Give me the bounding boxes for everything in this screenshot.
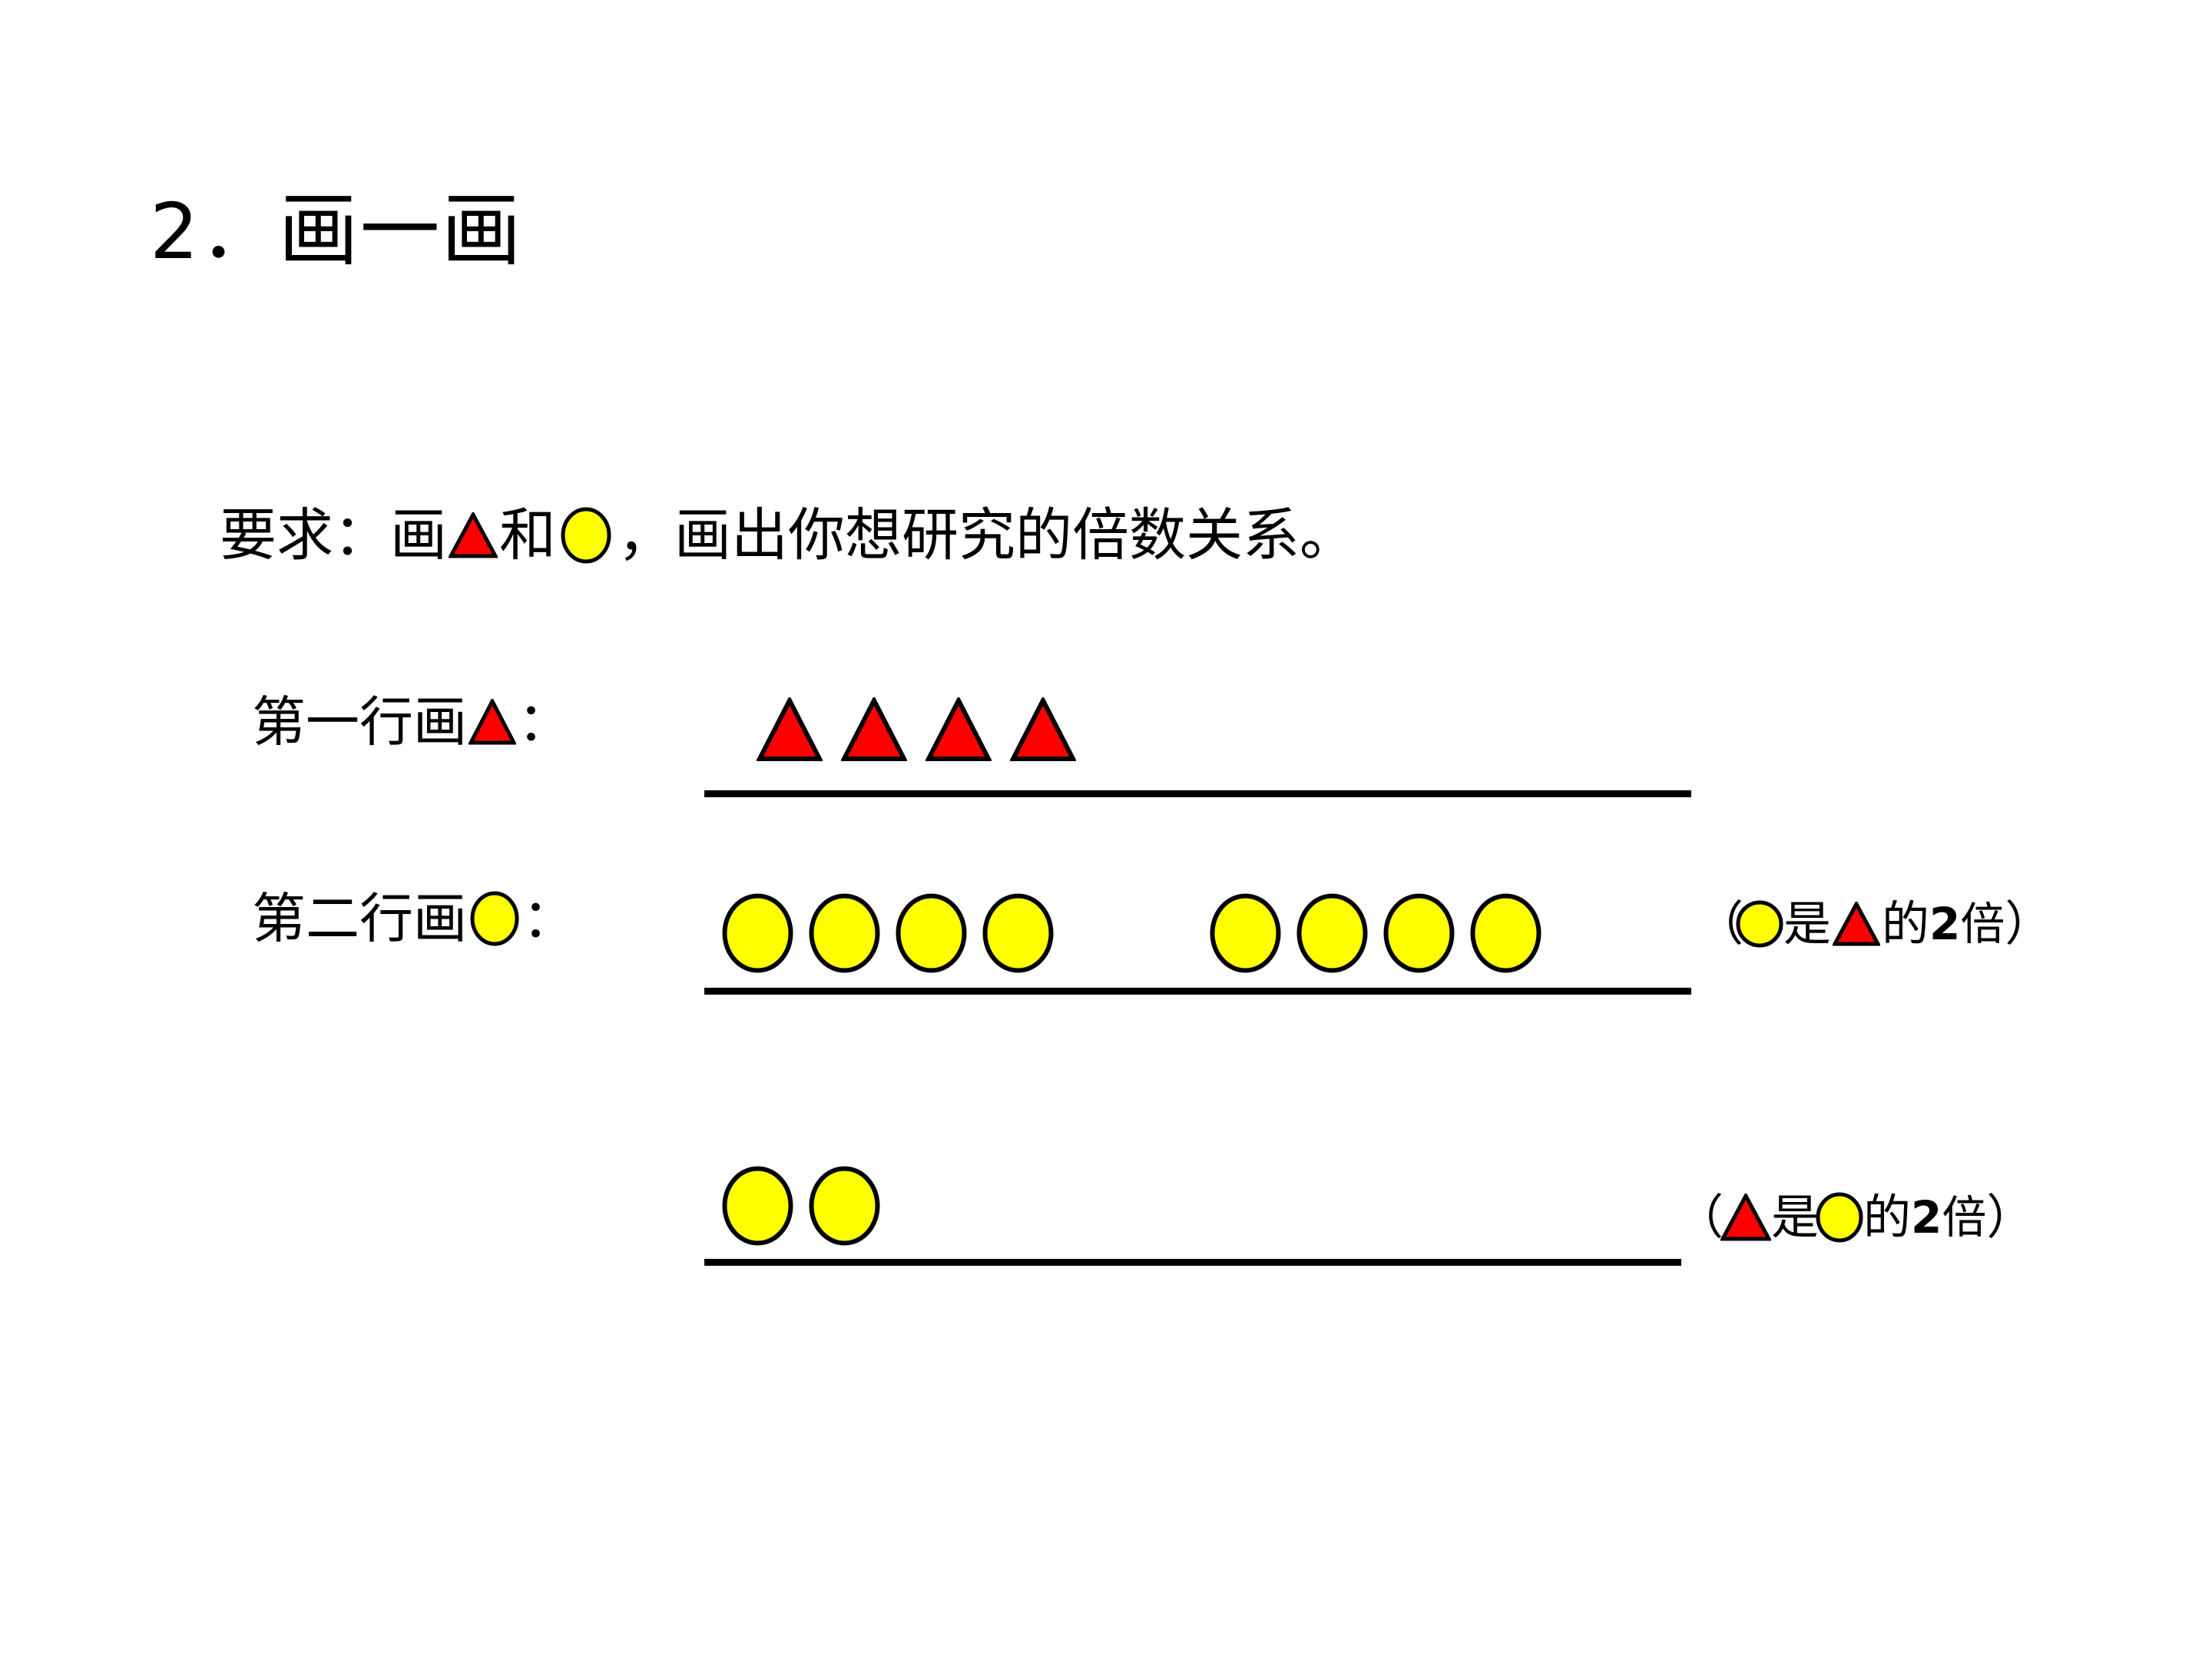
annotation-close-paren: ） [2005,896,2053,952]
row-label-second-prefix: 第二行画 [252,887,467,950]
circle-icon [722,1166,793,1246]
annotation-row2: （ 是 的 2 倍 ） [1696,900,2052,948]
shape-group-row2-b [1210,893,1541,973]
circle-icon [982,893,1054,973]
circle-icon [1383,893,1455,973]
circle-icon [809,893,880,973]
circle-icon [1736,900,1783,948]
annotation-of: 的 [1882,896,1930,952]
annotation-unit: 倍 [1960,898,2005,950]
row-label-first-prefix: 第一行画 [252,690,467,753]
circle-icon [561,507,611,564]
annotation-of: 的 [1863,1189,1912,1245]
triangle-icon [1720,1194,1772,1241]
annotation-open-paren: （ [1696,896,1744,952]
annotation-row3: （ 是 的 2 倍 ） [1676,1192,2034,1243]
shape-group-row3 [722,1166,880,1246]
title-number: 2． [150,187,279,276]
shape-group-row2-a [722,893,1054,973]
circle-icon [1210,893,1281,973]
triangle-icon [841,697,907,762]
answer-line-row1 [704,790,1691,797]
triangle-icon [1010,697,1076,762]
circle-icon [1470,893,1541,973]
answer-line-row3 [704,1259,1681,1266]
triangle-icon [449,512,498,558]
circle-icon [809,1166,880,1246]
annotation-verb: 是 [1783,896,1832,952]
requirement-line: 要求：画 和 ，画出你想研究的倍数关系。 [220,507,1356,564]
triangle-icon [1833,902,1881,946]
row-label-first: 第一行画 ： [252,695,571,749]
triangle-icon [926,697,992,762]
requirement-between: 和 [499,502,556,568]
requirement-prefix: 要求：画 [220,502,447,568]
circle-icon [470,891,519,946]
row-label-first-suffix: ： [518,690,571,753]
shape-group-row1 [757,697,1076,762]
row-label-second-suffix: ： [522,887,576,950]
answer-line-row2 [704,988,1691,995]
triangle-icon [757,697,823,762]
annotation-multiplier: 2 [1929,898,1961,950]
triangle-icon [469,699,516,745]
circle-icon [1296,893,1368,973]
page-title: 2．画一画 [150,190,523,270]
annotation-multiplier: 2 [1911,1191,1942,1243]
circle-icon [896,893,967,973]
requirement-suffix: ，画出你想研究的倍数关系。 [618,502,1356,568]
annotation-close-paren: ） [1986,1189,2035,1245]
annotation-unit: 倍 [1942,1191,1987,1243]
annotation-open-paren: （ [1676,1189,1724,1245]
row-label-second: 第二行画 ： [252,891,576,946]
title-text: 画一画 [278,184,523,277]
circle-icon [722,893,793,973]
circle-icon [1816,1192,1863,1243]
annotation-verb: 是 [1771,1189,1820,1245]
